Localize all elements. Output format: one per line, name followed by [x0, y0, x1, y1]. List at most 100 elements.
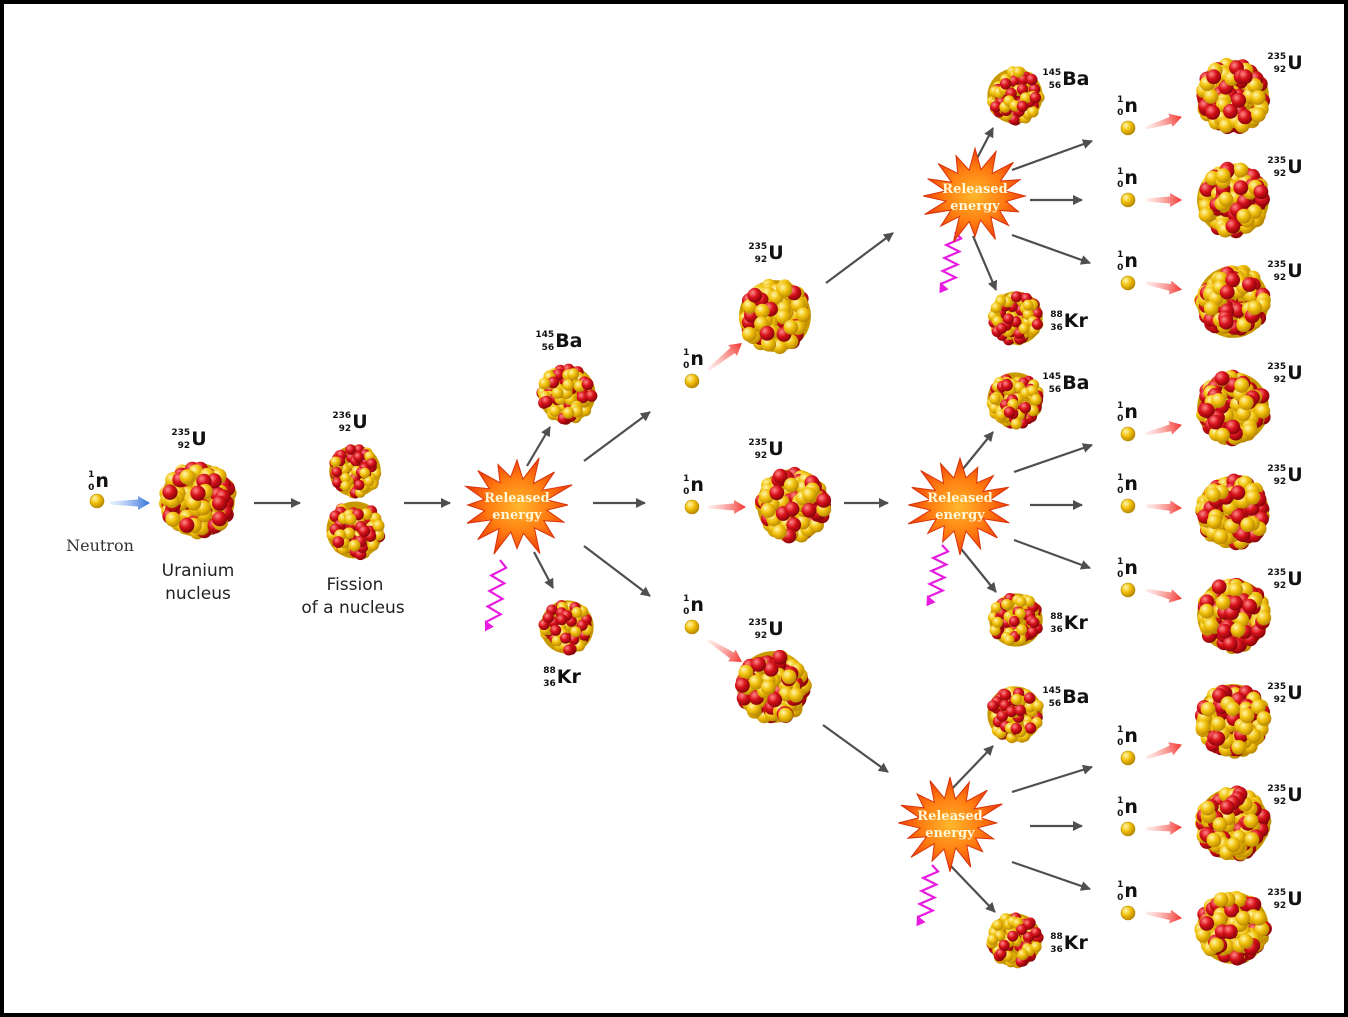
final-red-arrow-7 [1145, 742, 1182, 760]
final-red-arrow-5 [1145, 500, 1183, 515]
atomic-number: 0 [1117, 414, 1123, 424]
krypton-88-nucleus-bottom [986, 912, 1044, 969]
element-symbol: n [1124, 95, 1138, 117]
red-arrow-b [708, 500, 746, 514]
mass-number: 88 [1050, 310, 1063, 320]
mass-number: 145 [1042, 68, 1061, 78]
burst-label-line2: energy [950, 199, 1000, 214]
mass-number: 1 [683, 594, 689, 604]
mass-number: 88 [543, 666, 556, 676]
atomic-number: 92 [755, 255, 768, 265]
mass-number: 1 [1117, 880, 1123, 890]
uranium-235-nucleus-c [735, 649, 812, 724]
element-symbol: U [1287, 156, 1302, 178]
atomic-number: 0 [88, 483, 94, 493]
atomic-number: 0 [683, 361, 689, 371]
arrow-to-neutron-top-1 [1011, 139, 1093, 172]
atomic-number: 0 [1117, 893, 1123, 903]
burst-label-line1: Released [942, 182, 1007, 197]
element-symbol: Kr [1064, 310, 1089, 332]
element-symbol: U [1287, 464, 1302, 486]
mass-number: 145 [535, 330, 554, 340]
mass-number: 235 [171, 428, 190, 438]
arrow-to-neutron-a [583, 411, 651, 462]
final-uranium-235-nucleus-7 [1194, 684, 1272, 759]
element-symbol: U [768, 438, 783, 460]
mass-number: 235 [1267, 888, 1286, 898]
mass-number: 1 [88, 470, 94, 480]
mass-number: 1 [1117, 557, 1123, 567]
mass-number: 235 [1267, 784, 1286, 794]
element-symbol: U [1287, 682, 1302, 704]
final-neutron-5 [1120, 498, 1136, 514]
barium-145-nucleus [536, 363, 598, 425]
arrow-to-ba145 [526, 426, 551, 467]
incoming-neutron [89, 493, 105, 509]
barium-145-nucleus-top [987, 66, 1045, 126]
final-red-arrow-8 [1145, 820, 1182, 835]
element-symbol: U [1287, 784, 1302, 806]
element-symbol: U [768, 618, 783, 640]
atomic-number: 36 [1050, 323, 1063, 333]
final-uranium-235-nucleus-2 [1197, 161, 1270, 239]
neutron-caption: Neutron [66, 536, 134, 555]
element-symbol: n [690, 474, 704, 496]
element-symbol: U [1287, 568, 1302, 590]
atomic-number: 36 [1050, 945, 1063, 955]
element-symbol: n [690, 348, 704, 370]
atomic-number: 0 [683, 607, 689, 617]
mass-number: 1 [1117, 250, 1123, 260]
arrow-to-kr88-middle [957, 544, 997, 593]
mass-number: 235 [1267, 362, 1286, 372]
element-symbol: n [1124, 796, 1138, 818]
atomic-number: 0 [1117, 809, 1123, 819]
fission-caption-line2: of a nucleus [301, 598, 404, 618]
uranium-caption-line1: Uranium [162, 561, 235, 581]
element-symbol: U [1287, 260, 1302, 282]
atomic-number: 92 [1274, 901, 1287, 911]
final-uranium-235-nucleus-1 [1196, 57, 1270, 135]
atomic-number: 56 [1049, 385, 1062, 395]
element-symbol: Kr [1064, 612, 1089, 634]
arrow-to-kr88-bottom [947, 862, 996, 913]
element-symbol: n [690, 594, 704, 616]
final-neutron-7 [1120, 750, 1136, 766]
final-red-arrow-9 [1145, 909, 1182, 924]
neutron-a [684, 373, 700, 389]
arrow-to-burst-top [825, 232, 894, 284]
element-symbol: U [1287, 888, 1302, 910]
element-symbol: U [1287, 362, 1302, 384]
atomic-number: 0 [683, 487, 689, 497]
mass-number: 235 [748, 438, 767, 448]
atomic-number: 92 [1274, 273, 1287, 283]
barium-145-nucleus-middle [986, 372, 1044, 430]
burst-label-line2: energy [492, 508, 542, 523]
final-uranium-235-nucleus-9 [1194, 890, 1272, 966]
mass-number: 235 [748, 242, 767, 252]
arrow-to-neutron-bottom-1 [1011, 764, 1093, 794]
mass-number: 1 [1117, 401, 1123, 411]
arrow-to-ba145-middle [957, 431, 994, 476]
gamma-ray-bottom [916, 864, 940, 927]
element-symbol: n [1124, 401, 1138, 423]
atomic-number: 92 [1274, 375, 1287, 385]
fission-caption-line1: Fission [327, 575, 384, 595]
red-arrow-a [707, 342, 742, 372]
